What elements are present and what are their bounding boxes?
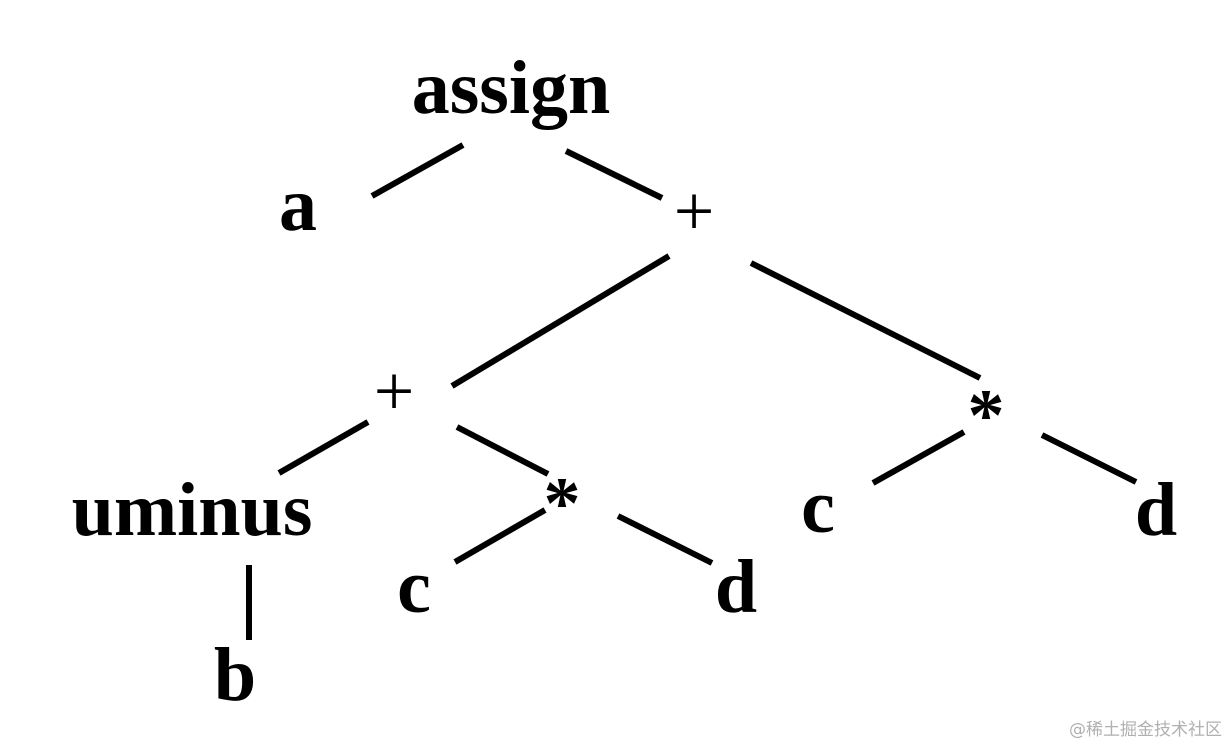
node-c-left: c	[397, 545, 431, 629]
tree-nodes: assign a + + * uminus * b c d c d	[72, 46, 1178, 717]
edge-assign-a	[370, 142, 465, 199]
node-d-left: d	[715, 545, 757, 629]
edge-assign-plus	[564, 148, 664, 201]
node-star-left: *	[544, 463, 581, 545]
node-b: b	[214, 633, 256, 717]
edge-plus-uminus	[277, 419, 370, 476]
node-c-right: c	[801, 465, 835, 549]
node-assign: assign	[412, 46, 611, 130]
edge-plus-star-left	[455, 424, 550, 477]
edge-plus-plus	[450, 253, 671, 389]
edge-star-d-right	[1040, 432, 1138, 485]
node-plus-top: +	[674, 171, 715, 251]
node-plus-left: +	[374, 351, 415, 431]
edge-star-c-left	[453, 507, 547, 565]
edge-star-c-right	[871, 429, 966, 486]
edge-plus-star	[749, 260, 982, 381]
edge-star-d-left	[616, 513, 714, 566]
node-d-right: d	[1135, 468, 1177, 552]
node-a: a	[279, 163, 317, 247]
tree-edges	[246, 142, 1138, 640]
watermark-text: @稀土掘金技术社区	[1069, 720, 1222, 740]
node-star-right: *	[968, 375, 1005, 457]
node-uminus: uminus	[72, 468, 313, 552]
